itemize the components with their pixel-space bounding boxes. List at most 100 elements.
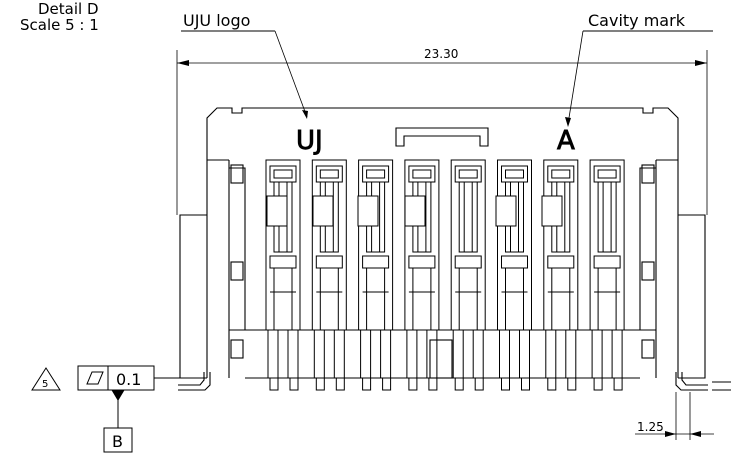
tail-left bbox=[406, 329, 418, 379]
contact-window-inner bbox=[551, 169, 571, 179]
contact-cavity bbox=[497, 159, 532, 331]
tolerance-frame bbox=[31, 365, 180, 453]
tail-foot bbox=[408, 377, 418, 391]
detail-scale: Scale 5 : 1 bbox=[20, 16, 99, 34]
tail-foot bbox=[521, 377, 530, 391]
latch-blocks bbox=[266, 195, 563, 227]
tail-foot bbox=[335, 377, 345, 391]
connector-body bbox=[179, 107, 706, 379]
cavity-mark: A bbox=[557, 126, 575, 156]
tail-foot bbox=[593, 377, 603, 391]
tail-foot bbox=[454, 377, 464, 391]
contact-cavity bbox=[450, 159, 486, 331]
solder-tail bbox=[267, 329, 299, 391]
cavity-outline bbox=[497, 159, 532, 331]
contact-cavity bbox=[265, 159, 301, 331]
tolerance-value: 0.1 bbox=[116, 370, 141, 389]
pin-offset-dimension bbox=[635, 392, 714, 440]
cavity-outline bbox=[404, 159, 440, 331]
tail-foot bbox=[315, 377, 325, 391]
latch-block bbox=[357, 195, 379, 227]
overall-width-value: 23.30 bbox=[424, 47, 458, 61]
contact-pins bbox=[265, 159, 625, 331]
contact-window-inner bbox=[412, 169, 432, 179]
tail-foot bbox=[362, 377, 372, 391]
contact-cavity bbox=[589, 159, 625, 331]
logo-leader-arrow bbox=[302, 110, 308, 119]
tail-foot bbox=[382, 377, 392, 391]
tail-left bbox=[313, 329, 325, 379]
tail-foot bbox=[289, 377, 299, 391]
latch-block bbox=[495, 195, 517, 227]
flatness-parallelogram-icon bbox=[86, 371, 104, 385]
tail-foot bbox=[501, 377, 510, 391]
logo-mark: UJ bbox=[296, 126, 323, 156]
cavity-outline bbox=[543, 159, 579, 331]
tail-foot bbox=[547, 377, 557, 391]
contact-window-bottom bbox=[362, 255, 390, 269]
note-triangle-icon bbox=[31, 367, 61, 391]
tail-right bbox=[333, 329, 345, 379]
contact-window-inner bbox=[273, 169, 293, 179]
contact-window-inner bbox=[505, 169, 524, 179]
cavity-callout-label: Cavity mark bbox=[588, 11, 686, 30]
detail-title: Detail D bbox=[38, 0, 99, 18]
logo-leader-line bbox=[274, 30, 308, 118]
contact-window-bottom bbox=[593, 255, 621, 269]
tail-left bbox=[452, 329, 464, 379]
contact-window-bottom bbox=[454, 255, 482, 269]
contact-leg bbox=[597, 267, 617, 331]
contact-cavity bbox=[358, 159, 394, 331]
contact-cavity bbox=[543, 159, 579, 331]
solder-tail bbox=[452, 329, 484, 391]
tail-right bbox=[472, 329, 484, 379]
latch-block bbox=[312, 195, 334, 227]
tail-left bbox=[591, 329, 603, 379]
contact-window-bottom bbox=[269, 255, 297, 269]
solder-tail bbox=[499, 329, 530, 391]
tail-right bbox=[287, 329, 299, 379]
datum-box bbox=[103, 427, 133, 453]
tail-right bbox=[519, 329, 530, 379]
contact-window-inner bbox=[366, 169, 386, 179]
solder-tail bbox=[406, 329, 438, 391]
contact-cavity bbox=[404, 159, 440, 331]
contact-window-bottom bbox=[547, 255, 575, 269]
contact-leg bbox=[505, 267, 524, 331]
latch-block bbox=[541, 195, 563, 227]
contact-window-bottom bbox=[501, 255, 528, 269]
tail-foot bbox=[269, 377, 279, 391]
latch-block bbox=[404, 195, 426, 227]
contact-window-bottom bbox=[408, 255, 436, 269]
cavity-leader-arrow bbox=[565, 117, 571, 127]
contact-leg bbox=[366, 267, 386, 331]
contact-spring bbox=[597, 181, 617, 253]
cavity-outline bbox=[358, 159, 394, 331]
contact-window-inner bbox=[597, 169, 617, 179]
datum-triangle-icon bbox=[111, 389, 125, 401]
tail-left bbox=[499, 329, 510, 379]
logo-callout-label: UJU logo bbox=[183, 11, 250, 30]
solder-tail bbox=[545, 329, 577, 391]
datum-letter: B bbox=[112, 432, 123, 451]
solder-tail bbox=[591, 329, 623, 391]
cavity-outline bbox=[265, 159, 301, 331]
tail-foot bbox=[474, 377, 484, 391]
hold-down-tabs bbox=[178, 372, 731, 391]
contact-leg bbox=[412, 267, 432, 331]
solder-tail bbox=[313, 329, 345, 391]
cavity-outline bbox=[450, 159, 486, 331]
tail-right bbox=[565, 329, 577, 379]
contact-leg bbox=[551, 267, 571, 331]
overall-width-dimension bbox=[176, 50, 708, 215]
contact-leg bbox=[319, 267, 339, 331]
cavity-outline bbox=[311, 159, 347, 331]
contact-spring bbox=[458, 181, 478, 253]
tail-right bbox=[380, 329, 392, 379]
tail-foot bbox=[428, 377, 438, 391]
contact-window-bottom bbox=[315, 255, 343, 269]
contact-window-inner bbox=[319, 169, 339, 179]
tail-foot bbox=[613, 377, 623, 391]
latch-block bbox=[266, 195, 288, 227]
